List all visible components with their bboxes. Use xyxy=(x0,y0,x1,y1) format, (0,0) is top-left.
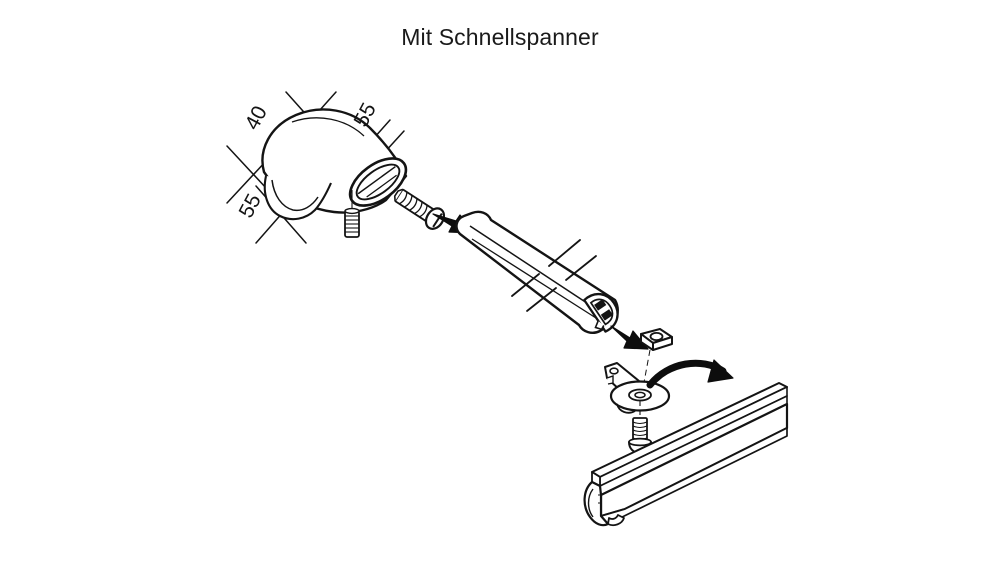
cap-top-crease xyxy=(291,117,365,137)
lever-screw-head-top xyxy=(628,437,652,447)
lever-bore xyxy=(634,391,646,399)
cap-skirt xyxy=(263,175,332,221)
part-pan-screw xyxy=(393,188,446,230)
part-square-nut xyxy=(640,328,673,351)
part-rail xyxy=(583,382,789,527)
cap-skirt-inner-edge xyxy=(271,179,319,212)
cap-mouth xyxy=(348,157,408,207)
part-grub-screw xyxy=(344,190,360,238)
lever-arm-hole xyxy=(609,367,619,375)
tube-body xyxy=(455,210,619,334)
lever-arm-notch xyxy=(606,375,614,385)
part-end-cap xyxy=(261,108,408,221)
tube-end-profile xyxy=(583,293,619,333)
pan-screw-tip xyxy=(393,188,403,202)
tube-break-line xyxy=(511,239,597,312)
dimension-label-height: 55 xyxy=(235,190,266,221)
grub-screw-top xyxy=(344,207,360,215)
grub-screw-threads xyxy=(345,215,359,233)
square-nut-bore xyxy=(649,331,664,341)
rail-end-shading xyxy=(598,494,601,504)
tube-edge-upper xyxy=(469,225,597,310)
square-nut-side-right xyxy=(652,336,673,351)
assembly-arrow-nut xyxy=(610,325,649,350)
pan-screw-threads xyxy=(398,191,428,218)
page-title: Mit Schnellspanner xyxy=(401,24,599,50)
rotation-arrow xyxy=(646,359,734,389)
rail-end-inner-curve xyxy=(587,488,594,518)
dimension-label-depth: 40 xyxy=(241,102,272,133)
pan-screw-head xyxy=(424,207,446,230)
part-quick-release-lever xyxy=(604,362,671,414)
part-tube xyxy=(455,210,619,334)
lever-cam-tab xyxy=(616,403,636,414)
rail-end-rolled-lip xyxy=(607,514,625,527)
